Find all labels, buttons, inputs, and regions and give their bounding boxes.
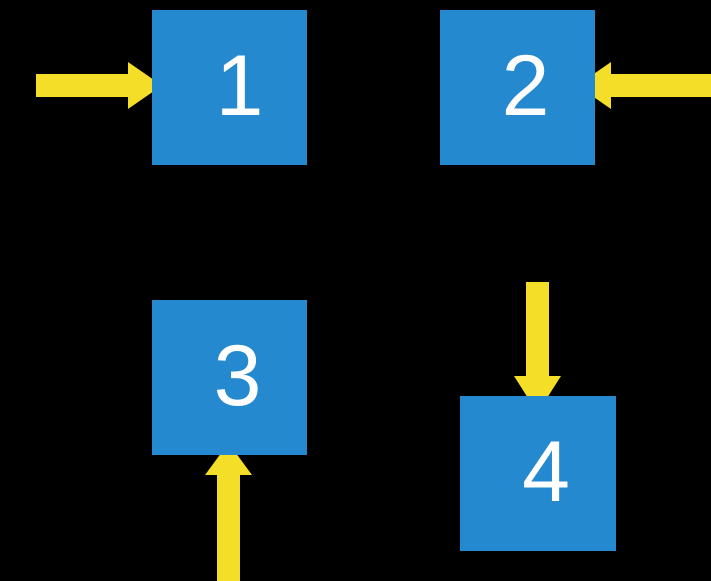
node-3-label: 3	[213, 327, 262, 424]
node-2-label: 2	[501, 37, 550, 134]
arrow-right-into-node-1	[36, 62, 162, 109]
diagram-node-1[interactable]: 1	[152, 10, 307, 165]
node-1-label: 1	[215, 37, 264, 134]
diagram-node-2[interactable]: 2	[440, 10, 595, 165]
diagram-node-4[interactable]: 4	[460, 396, 616, 551]
arrow-left-into-node-2	[577, 62, 711, 109]
arrow-up-into-node-3	[205, 443, 252, 581]
node-4-label: 4	[522, 423, 570, 520]
arrow-down-into-node-4	[514, 282, 561, 413]
diagram-node-3[interactable]: 3	[152, 300, 307, 455]
